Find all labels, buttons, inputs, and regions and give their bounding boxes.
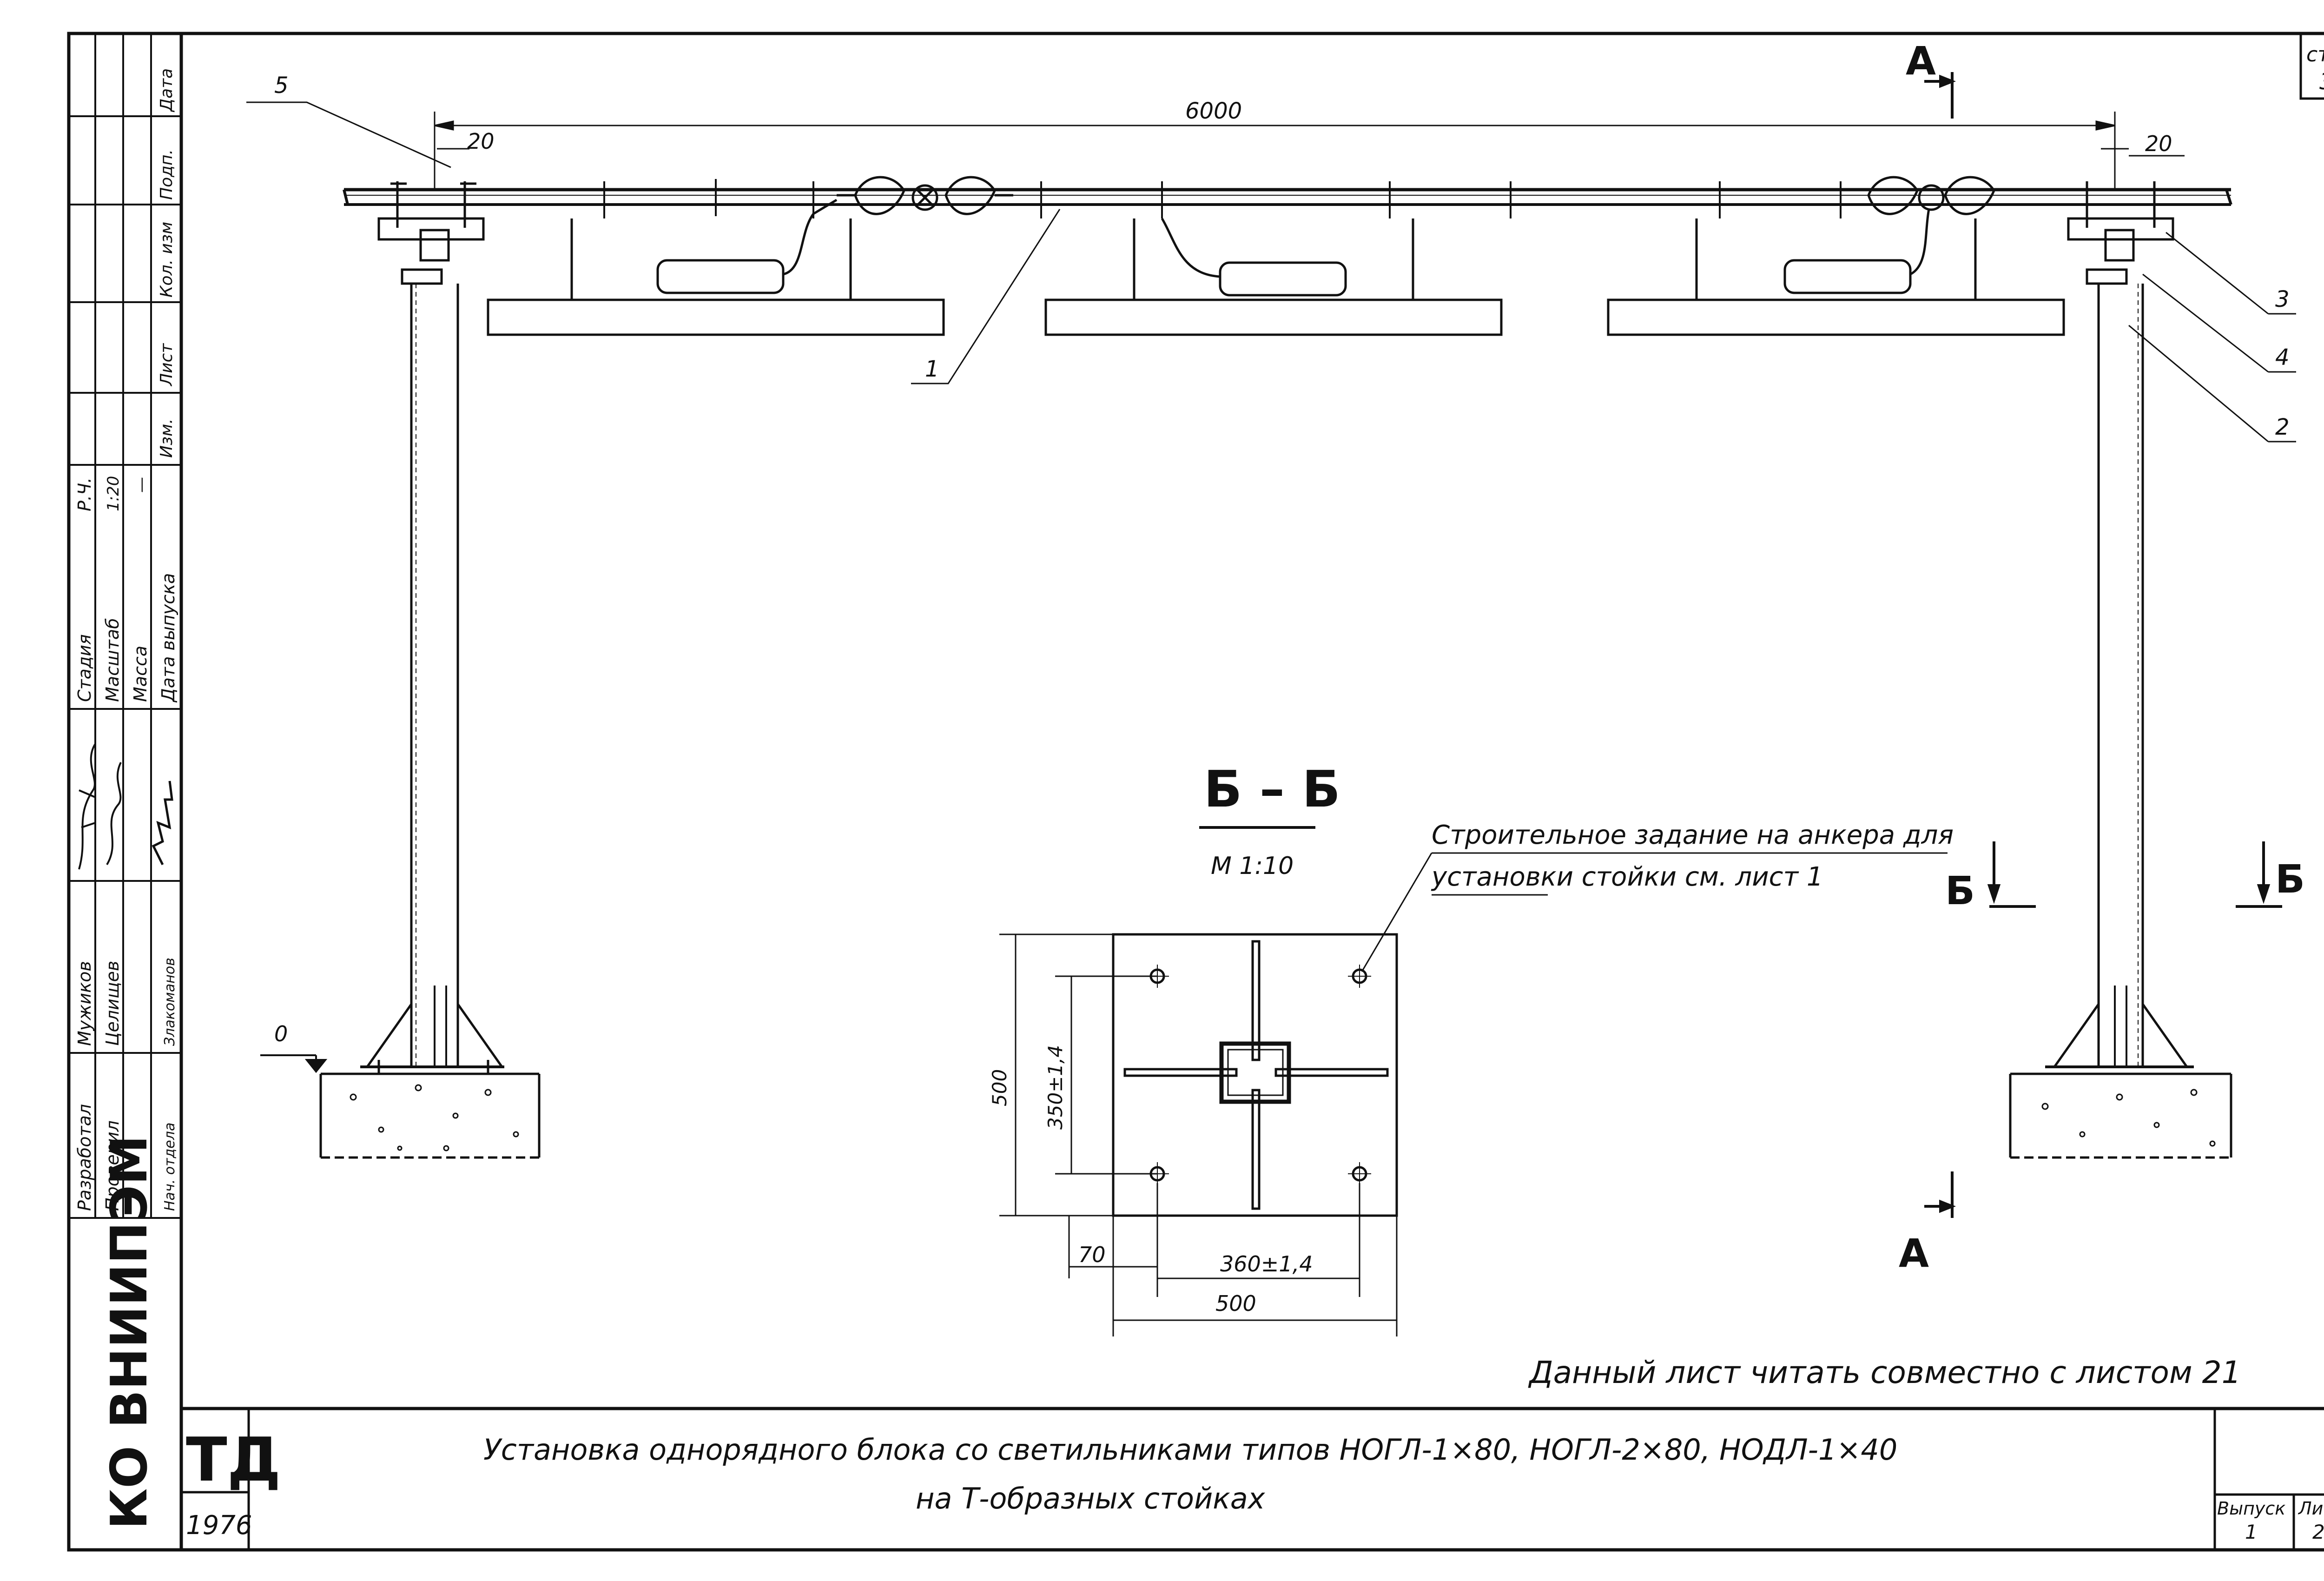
developed-name: Мужиков — [74, 961, 95, 1046]
year-label: 1976 — [186, 1510, 252, 1541]
sheet-label: Лист — [2298, 1498, 2324, 1519]
luminaire-1 — [487, 198, 945, 336]
signature-head — [152, 781, 173, 866]
section-b-right: Б — [2275, 856, 2305, 902]
section-dimensions — [999, 933, 1398, 1336]
dim-offset-right: 20 — [2145, 131, 2172, 156]
organization-label: КО ВНИИПЭМ — [100, 1135, 158, 1529]
column-left — [360, 181, 504, 1074]
section-a-bottom: А — [1899, 1230, 1929, 1276]
callout-4: 4 — [2275, 344, 2290, 370]
page-corner-number: 34 — [2319, 69, 2324, 95]
stage-label: Стадия — [74, 634, 95, 702]
dim-edge: 70 — [1078, 1242, 1106, 1267]
luminaire-3 — [1607, 209, 2065, 336]
base-plate — [1112, 933, 1398, 1217]
dim-bolt-horizontal: 360±1,4 — [1220, 1251, 1313, 1277]
issue-value: 1 — [2245, 1521, 2258, 1543]
stamp-col-change: Изм. — [157, 418, 176, 458]
level-mark — [260, 1054, 328, 1073]
sheet-value: 20 — [2312, 1521, 2324, 1543]
mass-label: Масса — [130, 646, 151, 702]
issue-label: Выпуск — [2217, 1498, 2285, 1519]
head-name: Злакоманов — [162, 958, 178, 1046]
callout-5: 5 — [274, 73, 289, 99]
stamp-col-sign: Подп. — [157, 149, 176, 200]
callout-leaders — [246, 101, 2296, 443]
dim-plate-horizontal: 500 — [1215, 1291, 1256, 1316]
checked-name: Целищев — [102, 961, 123, 1046]
scale-value: 1:20 — [104, 476, 123, 511]
release-date-label: Дата выпуска — [158, 573, 178, 703]
luminaire-2 — [1044, 218, 1503, 336]
signature-developer — [78, 743, 96, 870]
level-mark-label: 0 — [274, 1021, 288, 1046]
mass-value: — — [132, 477, 151, 493]
head-label: Нач. отдела — [162, 1123, 178, 1211]
callout-1: 1 — [925, 356, 939, 382]
drawing-title-line1: Установка однорядного блока со светильни… — [483, 1433, 1897, 1467]
junction-box-left — [837, 176, 1013, 215]
callout-2: 2 — [2275, 414, 2290, 440]
checked-label: Проверил — [102, 1120, 123, 1211]
page-corner-label: стр. — [2306, 43, 2324, 66]
sheet-frame — [67, 32, 2324, 1552]
stamp-col-qty: Кол. изм — [157, 222, 176, 298]
stage-value: Р.Ч. — [74, 477, 95, 511]
column-right — [2045, 181, 2194, 1068]
anchor-note-line2: установки стойки см. лист 1 — [1431, 862, 1823, 892]
side-stamp-block — [69, 33, 181, 1219]
dim-plate-vertical: 500 — [988, 1069, 1011, 1106]
junction-box-right — [1867, 176, 1995, 215]
drawing-title-line2: на Т-образных стойках — [916, 1482, 1266, 1515]
dim-span: 6000 — [1185, 98, 1242, 124]
section-marker-b — [1987, 841, 2282, 908]
dimension-lines — [434, 112, 2185, 191]
stamp-code: ТД — [186, 1424, 281, 1495]
foundation-right — [2009, 1072, 2232, 1159]
dim-offset-left: 20 — [467, 129, 495, 154]
section-view-title: Б – Б — [1204, 761, 1340, 819]
anchor-note-leader — [1361, 853, 1433, 972]
dim-bolt-vertical: 350±1,4 — [1044, 1045, 1067, 1130]
beam-rail — [343, 179, 2232, 218]
callout-3: 3 — [2275, 286, 2290, 312]
scale-label: Масштаб — [102, 618, 123, 702]
section-marker-a — [1924, 72, 1956, 1218]
signature-checker — [106, 762, 122, 866]
section-view-scale: М 1:10 — [1211, 852, 1294, 880]
side-stamp-texts: Дата Подп. Кол. изм Лист Изм. Стадия Мас… — [74, 68, 178, 1529]
foundation-left — [319, 1072, 541, 1159]
stamp-col-sheet: Лист — [157, 343, 176, 387]
section-b-left: Б — [1945, 868, 1975, 913]
note-read-with: Данный лист читать совместно с листом 21 — [1528, 1355, 2241, 1390]
stamp-col-date: Дата — [157, 68, 176, 112]
developed-label: Разработал — [74, 1104, 95, 1211]
anchor-note-line1: Строительное задание на анкера для — [1432, 820, 1954, 850]
section-a-top: А — [1906, 38, 1936, 84]
